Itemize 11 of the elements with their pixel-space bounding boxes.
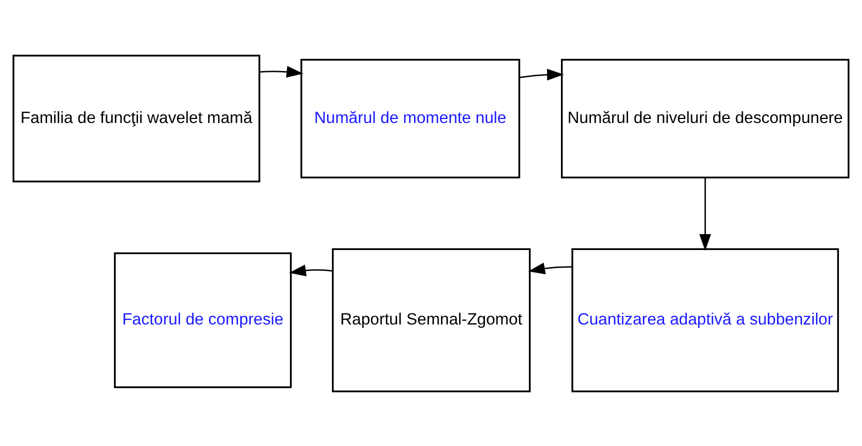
node-box: Numărul de niveluri de descompunere [560, 58, 850, 178]
node-box: Numărul de momente nule [300, 58, 520, 178]
node-box: Raportul Semnal-Zgomot [332, 248, 531, 392]
node-box: Cuantizarea adaptivă a subbenzilor [571, 248, 839, 392]
node-box: Familia de funcţii wavelet mamă [12, 54, 260, 182]
node-box: Factorul de compresie [114, 252, 292, 388]
arrow [699, 177, 712, 250]
arrow [528, 262, 572, 274]
arrow [259, 65, 304, 78]
arrow [289, 264, 333, 276]
arrow [520, 68, 564, 80]
